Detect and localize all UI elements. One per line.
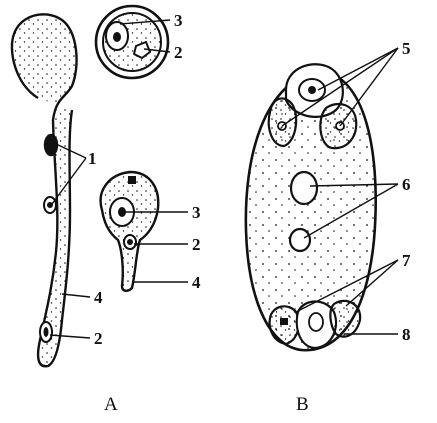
mid-dark-mark	[128, 176, 136, 184]
antipodal-left-mark	[280, 318, 288, 325]
label-a-top-2: 2	[174, 43, 183, 62]
label-b-8: 8	[402, 325, 411, 344]
label-a-tube-4: 4	[94, 288, 103, 307]
antipodal-left	[270, 306, 299, 344]
mid-generative-nucleus	[127, 239, 133, 245]
vegetative-nucleus	[113, 32, 121, 42]
germinating-pollen	[101, 172, 159, 291]
polar-nucleus-lower	[290, 229, 310, 251]
sperm-nucleus	[44, 327, 49, 337]
label-b-6: 6	[402, 175, 411, 194]
egg-nucleolus	[308, 86, 316, 94]
panel-a	[12, 6, 188, 366]
polar-nucleus-upper	[291, 172, 317, 204]
label-b-7: 7	[402, 251, 411, 270]
antipodal-right	[330, 301, 360, 337]
panel-label-a: A	[104, 394, 118, 415]
label-a-tube-1: 1	[88, 149, 97, 168]
label-a-tube-2: 2	[94, 329, 103, 348]
pollen-tube	[12, 14, 77, 366]
panel-b	[246, 48, 398, 350]
label-a-mid-4: 4	[192, 273, 201, 292]
label-a-top-3: 3	[174, 11, 183, 30]
label-a-mid-3: 3	[192, 203, 201, 222]
label-a-mid-2: 2	[192, 235, 201, 254]
label-b-5: 5	[402, 39, 411, 58]
tube-nucleus	[45, 135, 57, 155]
panel-label-b: B	[296, 394, 309, 415]
